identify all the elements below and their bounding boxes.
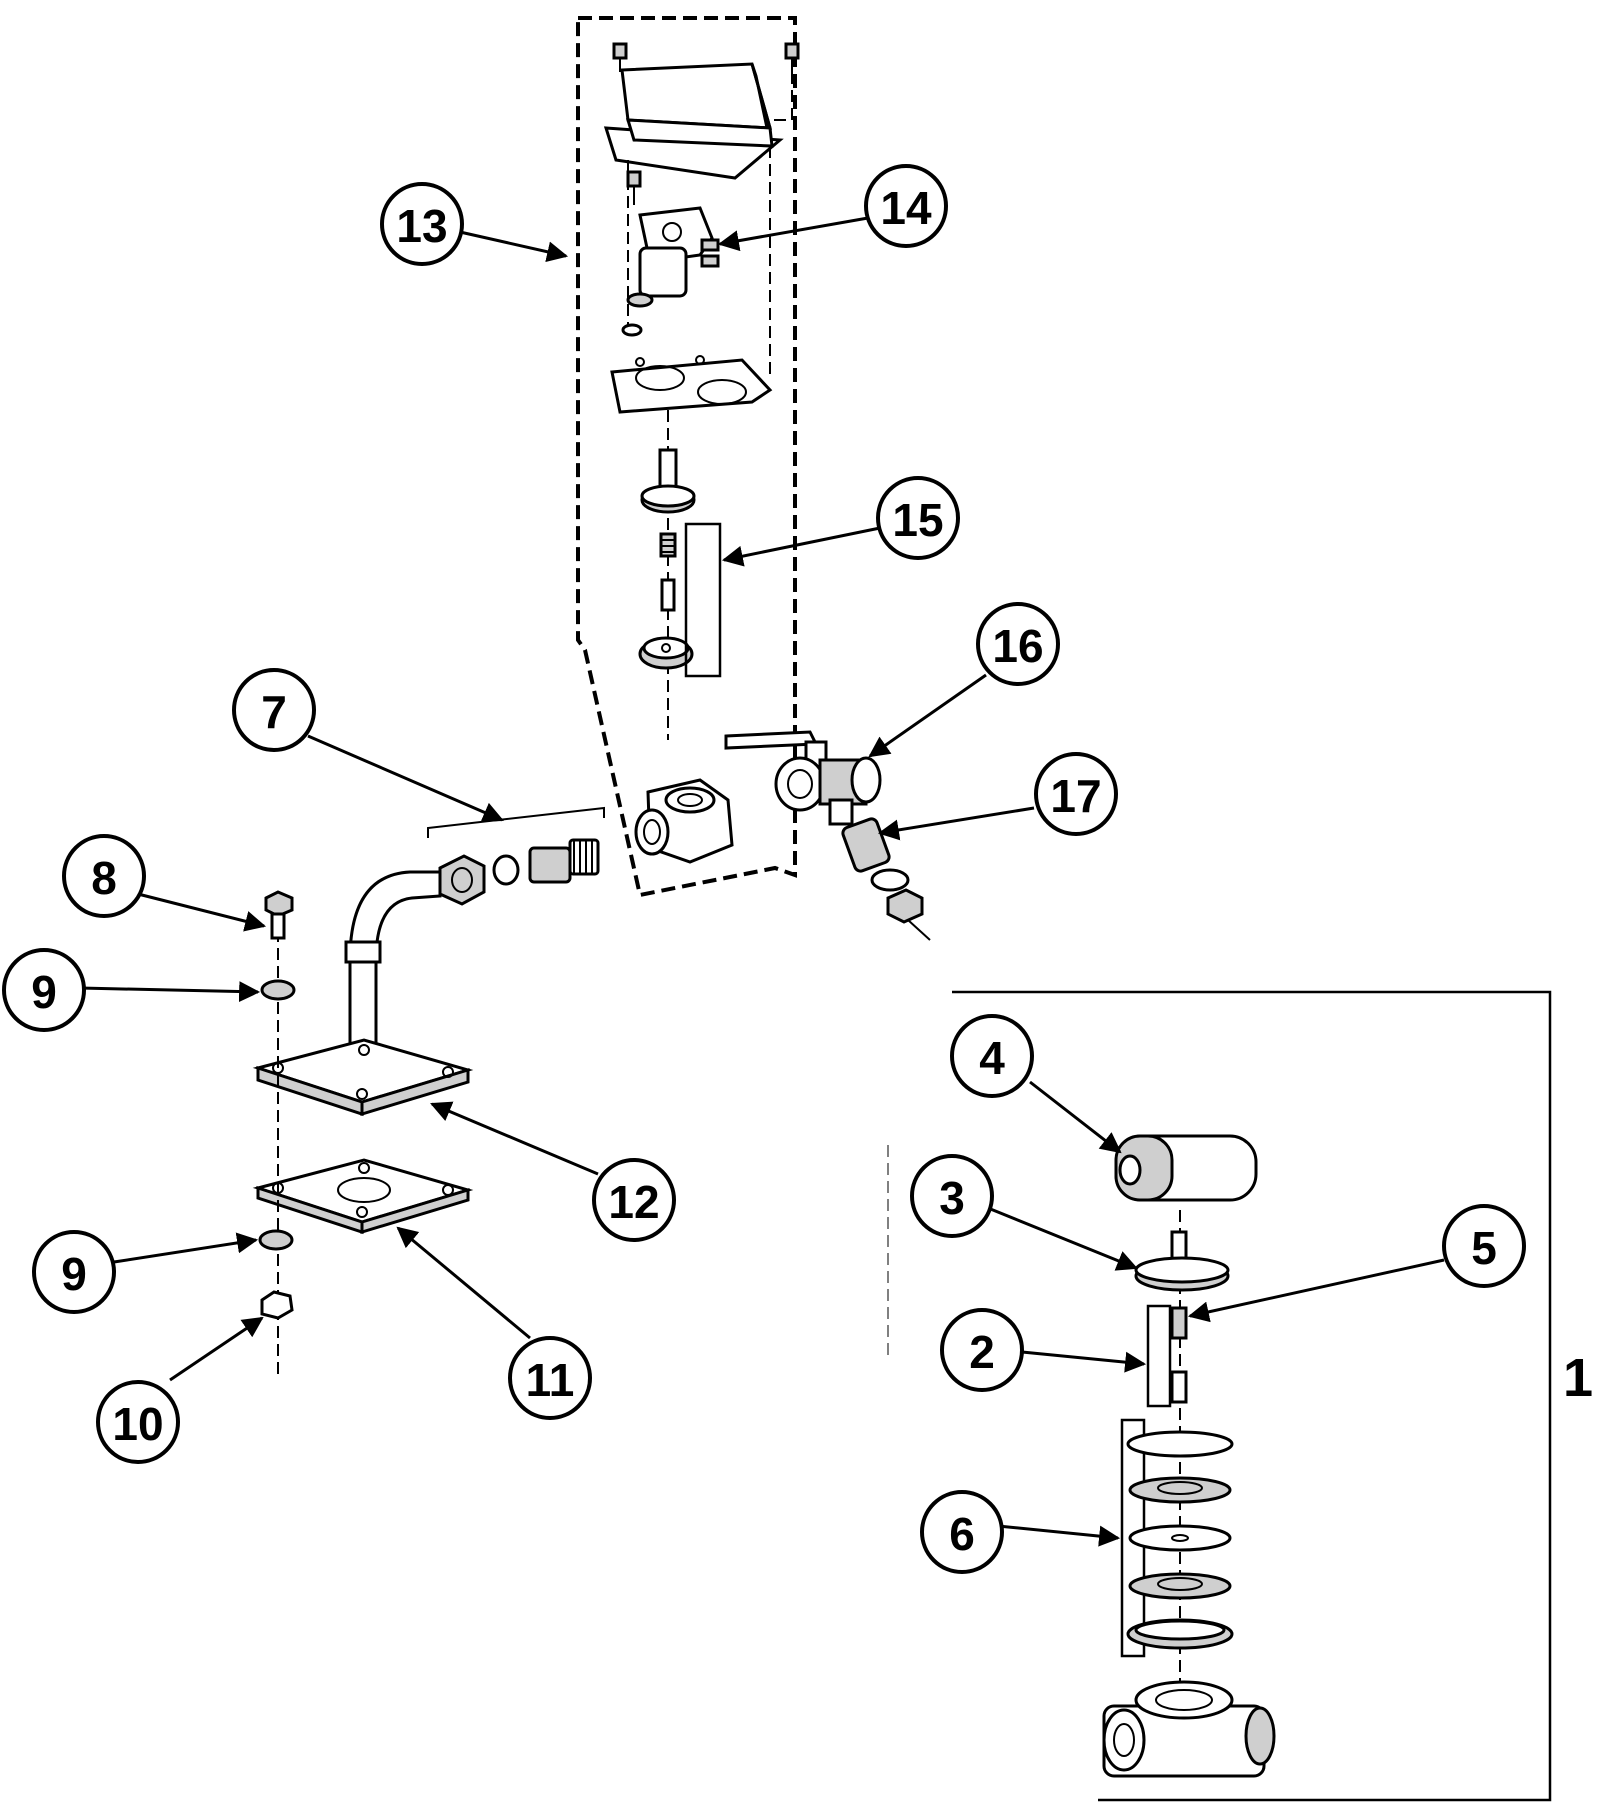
leader-14	[717, 216, 869, 252]
ferrule	[492, 854, 520, 886]
callout-14: 14	[864, 164, 948, 248]
leader-9-upper	[79, 981, 261, 1003]
leader-9-lower	[113, 1232, 259, 1264]
callout-17: 17	[1034, 752, 1118, 836]
cover-screw-left	[612, 42, 628, 72]
leader-3	[987, 1206, 1138, 1271]
callout-12-label: 12	[608, 1176, 659, 1228]
callout-9-lower-label: 9	[61, 1248, 87, 1300]
leader-2	[1021, 1350, 1147, 1373]
plunger-spring	[659, 532, 677, 558]
leader-8	[137, 892, 267, 932]
callout-13: 13	[380, 182, 464, 266]
plunger-kit-bracket	[684, 522, 722, 678]
solenoid-cover	[603, 62, 784, 380]
seal-stack	[1126, 1430, 1234, 1650]
small-washer	[621, 323, 643, 337]
callout-8: 8	[62, 834, 146, 918]
callout-10-label: 10	[112, 1398, 163, 1450]
kit-valve-body	[1102, 1680, 1276, 1778]
gear-ring	[1134, 1256, 1230, 1292]
leader-16	[868, 673, 987, 758]
callout-14-label: 14	[880, 182, 932, 234]
callout-7-label: 7	[261, 686, 287, 738]
callout-6: 6	[920, 1490, 1004, 1574]
inlet-pipe	[344, 870, 442, 1062]
callout-10: 10	[96, 1380, 180, 1464]
adapter-fitting	[528, 838, 600, 884]
shutoff-valve	[724, 730, 882, 826]
callout-7: 7	[232, 668, 316, 752]
callout-12: 12	[592, 1158, 676, 1242]
callout-8-label: 8	[91, 852, 117, 904]
callout-15: 15	[876, 476, 960, 560]
solenoid-coil	[626, 206, 720, 308]
leader-15	[721, 526, 881, 567]
leader-7	[307, 734, 504, 823]
kit-group-bracket	[952, 990, 1552, 1802]
callout-3: 3	[910, 1154, 994, 1238]
cover-screw-right	[770, 42, 800, 121]
leader-lines	[79, 216, 1445, 1547]
leader-4	[1029, 1080, 1122, 1154]
callout-11-label: 11	[526, 1354, 575, 1406]
leader-6	[997, 1524, 1121, 1547]
leader-11	[396, 1226, 531, 1340]
plunger-pin	[660, 578, 676, 612]
callout-15-label: 15	[892, 494, 943, 546]
valve-gasket-plate	[610, 355, 773, 414]
coil-screw	[626, 170, 642, 205]
washer-upper	[260, 979, 296, 1001]
plunger-shaft	[640, 448, 696, 514]
callout-11: 11	[508, 1336, 592, 1420]
inlet-strainer	[841, 817, 931, 941]
callout-4: 4	[950, 1014, 1034, 1098]
callout-9-upper-label: 9	[31, 966, 57, 1018]
bolt	[264, 890, 294, 940]
valve-body	[634, 778, 734, 864]
pin	[1170, 1370, 1188, 1404]
spring	[1170, 1306, 1188, 1340]
callout-2: 2	[940, 1308, 1024, 1392]
leader-5	[1187, 1258, 1445, 1323]
kit-group-label: 1	[1563, 1348, 1593, 1408]
leader-10	[169, 1316, 264, 1382]
fitting-kit	[427, 806, 605, 906]
leader-12	[430, 1101, 599, 1176]
callout-9-lower: 9	[32, 1230, 116, 1314]
spring-pin-bracket	[1146, 1304, 1172, 1408]
callout-6-label: 6	[949, 1508, 975, 1560]
mounting-plate	[252, 1038, 474, 1117]
callout-4-label: 4	[979, 1032, 1005, 1084]
callout-16-label: 16	[992, 620, 1043, 672]
compression-nut	[438, 854, 486, 906]
diaphragm	[638, 636, 694, 670]
valve-knob	[1114, 1134, 1258, 1202]
callout-5: 5	[1442, 1204, 1526, 1288]
callout-9-upper: 9	[2, 948, 86, 1032]
callout-16: 16	[976, 602, 1060, 686]
fitting-kit-bracket	[427, 806, 605, 838]
callout-17-label: 17	[1050, 770, 1101, 822]
leader-13	[459, 230, 569, 263]
washer-lower	[258, 1229, 294, 1251]
leader-17	[877, 806, 1035, 841]
callout-2-label: 2	[969, 1326, 995, 1378]
mounting-gasket	[252, 1158, 474, 1235]
valve-assembly-group	[576, 16, 800, 898]
valve-assembly-dashed-outline	[576, 16, 797, 898]
callout-5-label: 5	[1471, 1222, 1497, 1274]
callout-13-label: 13	[396, 200, 447, 252]
hex-nut	[260, 1290, 294, 1320]
callout-3-label: 3	[939, 1172, 965, 1224]
